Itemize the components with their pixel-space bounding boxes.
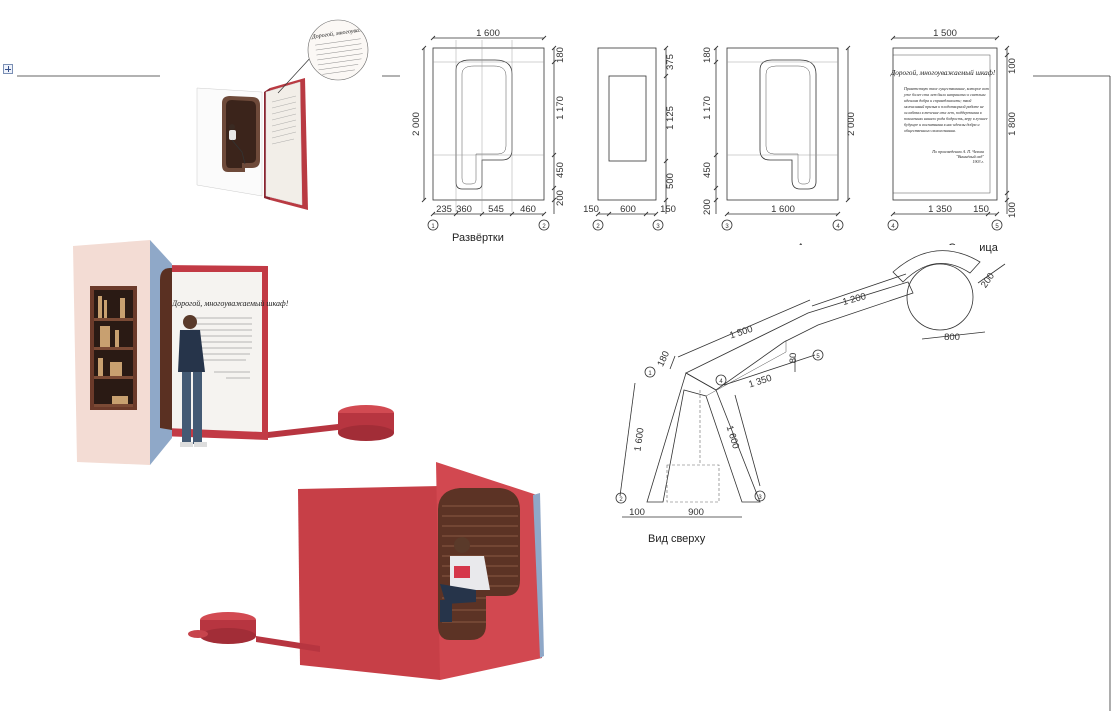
plan-marker-5: 5	[816, 354, 820, 360]
elevation-page: Дорогой, многоуважаемый шкаф! Приветству…	[887, 28, 1018, 254]
dim-page-r2: 100	[1007, 202, 1018, 218]
axis-marker-3b: 3	[725, 224, 729, 230]
plan-marker-3: 3	[758, 495, 762, 501]
dim-plan-7: 100	[629, 507, 645, 518]
dim-unfold-width: 1 600	[476, 28, 500, 39]
dim-arch-r2: 500	[665, 173, 676, 189]
axis-marker-2: 2	[542, 224, 546, 230]
dim-plan-2: 180	[655, 349, 672, 368]
dim-arch-r0: 375	[665, 54, 676, 70]
dim-unfold-r0: 180	[555, 47, 566, 63]
book-render-bookcase: Дорогой, многоуважаемый шкаф!	[73, 240, 394, 465]
page-line-0: Приветствую твое существование, которое …	[903, 86, 989, 92]
page-line-4: ослабевал в течение ста лет, поддерживая…	[904, 110, 982, 116]
book-render-booth	[188, 462, 544, 680]
page-line-1: уже более ста лет было направлено к свет…	[903, 92, 986, 97]
plan-marker-4: 4	[719, 379, 723, 385]
dim-page-b1: 150	[973, 204, 989, 215]
caption-top-view: Вид сверху	[648, 533, 706, 545]
dim-arch-l2: 450	[702, 162, 713, 178]
page-line-2: идеалам добра и справедливости; твой	[904, 98, 971, 103]
dim-arch-b1: 600	[620, 204, 636, 215]
dim-plan-6: 1 600	[724, 424, 741, 450]
dim-page-b0: 1 350	[928, 204, 952, 215]
dim-arch-l1: 1 170	[702, 96, 713, 120]
plan-marker-2: 2	[619, 497, 623, 503]
dim-page-r1: 1 800	[1007, 112, 1018, 136]
dim-plan-3: 80	[788, 353, 799, 364]
page-year: 1903 г.	[972, 159, 984, 164]
dim-arch-b0: 150	[583, 204, 599, 215]
dim-plan-10: 200	[979, 271, 997, 290]
dim-unfold-r2: 450	[555, 162, 566, 178]
dim-arch-height: 2 000	[846, 112, 857, 136]
page-title: Дорогой, многоуважаемый шкаф!	[890, 69, 996, 77]
dim-unfold-r1: 1 170	[555, 96, 566, 120]
axis-marker-1: 1	[431, 224, 435, 230]
axis-marker-4b: 4	[891, 224, 895, 230]
dim-page-r0: 100	[1007, 58, 1018, 74]
dim-arch-r1: 1 125	[665, 106, 676, 130]
caption-unfold: Развёртки	[452, 232, 504, 244]
dim-plan-5: 1 600	[632, 427, 646, 452]
dim-plan-0: 1 200	[841, 291, 867, 308]
axis-marker-5: 5	[995, 224, 999, 230]
elevation-unfold: 1 600 2 000 180 1 170 450 200 235 360 54…	[411, 28, 566, 244]
dim-unfold-b3: 460	[520, 204, 536, 215]
dim-unfold-height: 2 000	[411, 112, 422, 136]
axis-marker-4: 4	[836, 224, 840, 230]
page-line-7: общественного самосознания.	[904, 128, 956, 133]
dim-unfold-b2: 545	[488, 204, 504, 215]
dim-arch-l3: 200	[702, 199, 713, 215]
axis-marker-3: 3	[656, 224, 660, 230]
dim-arch-bottom-width: 1 600	[771, 204, 795, 215]
page-signature: По произведению А. П. Чехова	[931, 149, 984, 154]
table-move-handle[interactable]	[3, 64, 13, 74]
dim-plan-9: 800	[944, 332, 960, 343]
dim-unfold-r3: 200	[555, 190, 566, 206]
caption-mask	[780, 245, 980, 257]
page-signature2: "Вишнёвый сад"	[956, 154, 984, 159]
dim-plan-8: 900	[688, 507, 704, 518]
header-rules	[17, 75, 1111, 711]
page-line-5: поколениях нашего рода бодрость, веру в …	[904, 116, 988, 122]
dim-arch-b2: 150	[660, 204, 676, 215]
page-line-3: молчаливый призыв к плодотворной работе …	[903, 104, 984, 109]
page-line-6: будущее и воспитывая в нас идеалы добра …	[904, 122, 980, 127]
dim-unfold-b0: 235	[436, 204, 452, 215]
elevation-side: 375 1 125 500 150 600 150 2 3	[583, 45, 676, 231]
dim-page-width: 1 500	[933, 28, 957, 39]
dim-plan-1: 1 500	[728, 324, 754, 342]
plan-marker-1: 1	[648, 371, 652, 377]
dim-unfold-b1: 360	[456, 204, 472, 215]
render-page-title: Дорогой, многоуважаемый шкаф!	[171, 299, 289, 308]
dim-plan-4: 1 350	[747, 373, 773, 391]
dim-arch-l0: 180	[702, 47, 713, 63]
plan-top-view: 1 200 1 500 180 80 1 350 1 600 1 600 100…	[615, 250, 1006, 545]
book-render-small: Дорогой, многоуважаемый шкаф!	[196, 19, 371, 210]
axis-marker-2b: 2	[596, 224, 600, 230]
elevation-arch: 180 1 170 450 200 2 000 1 600 3 4 Арка	[702, 45, 857, 254]
